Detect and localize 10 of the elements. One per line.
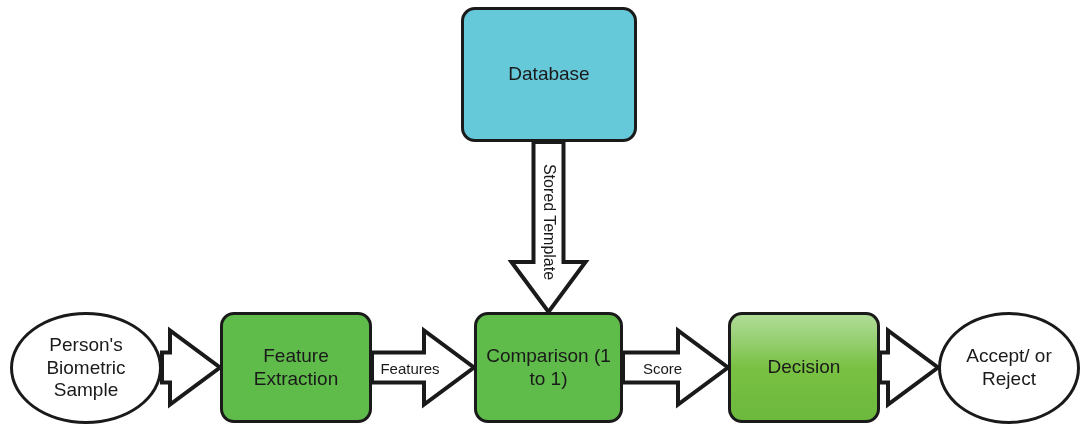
process-box <box>474 312 623 423</box>
process-box <box>220 312 372 423</box>
node-label: Person's Biometric Sample <box>45 333 127 403</box>
node-label: Decision <box>767 356 841 379</box>
database-box <box>461 7 637 142</box>
node-label: Database <box>508 63 590 86</box>
node-label: Feature Extraction <box>252 344 340 391</box>
node-label: Accept/ or Reject <box>965 345 1053 391</box>
decision-box <box>728 312 880 423</box>
node-label: Comparison (1 to 1) <box>485 344 612 391</box>
